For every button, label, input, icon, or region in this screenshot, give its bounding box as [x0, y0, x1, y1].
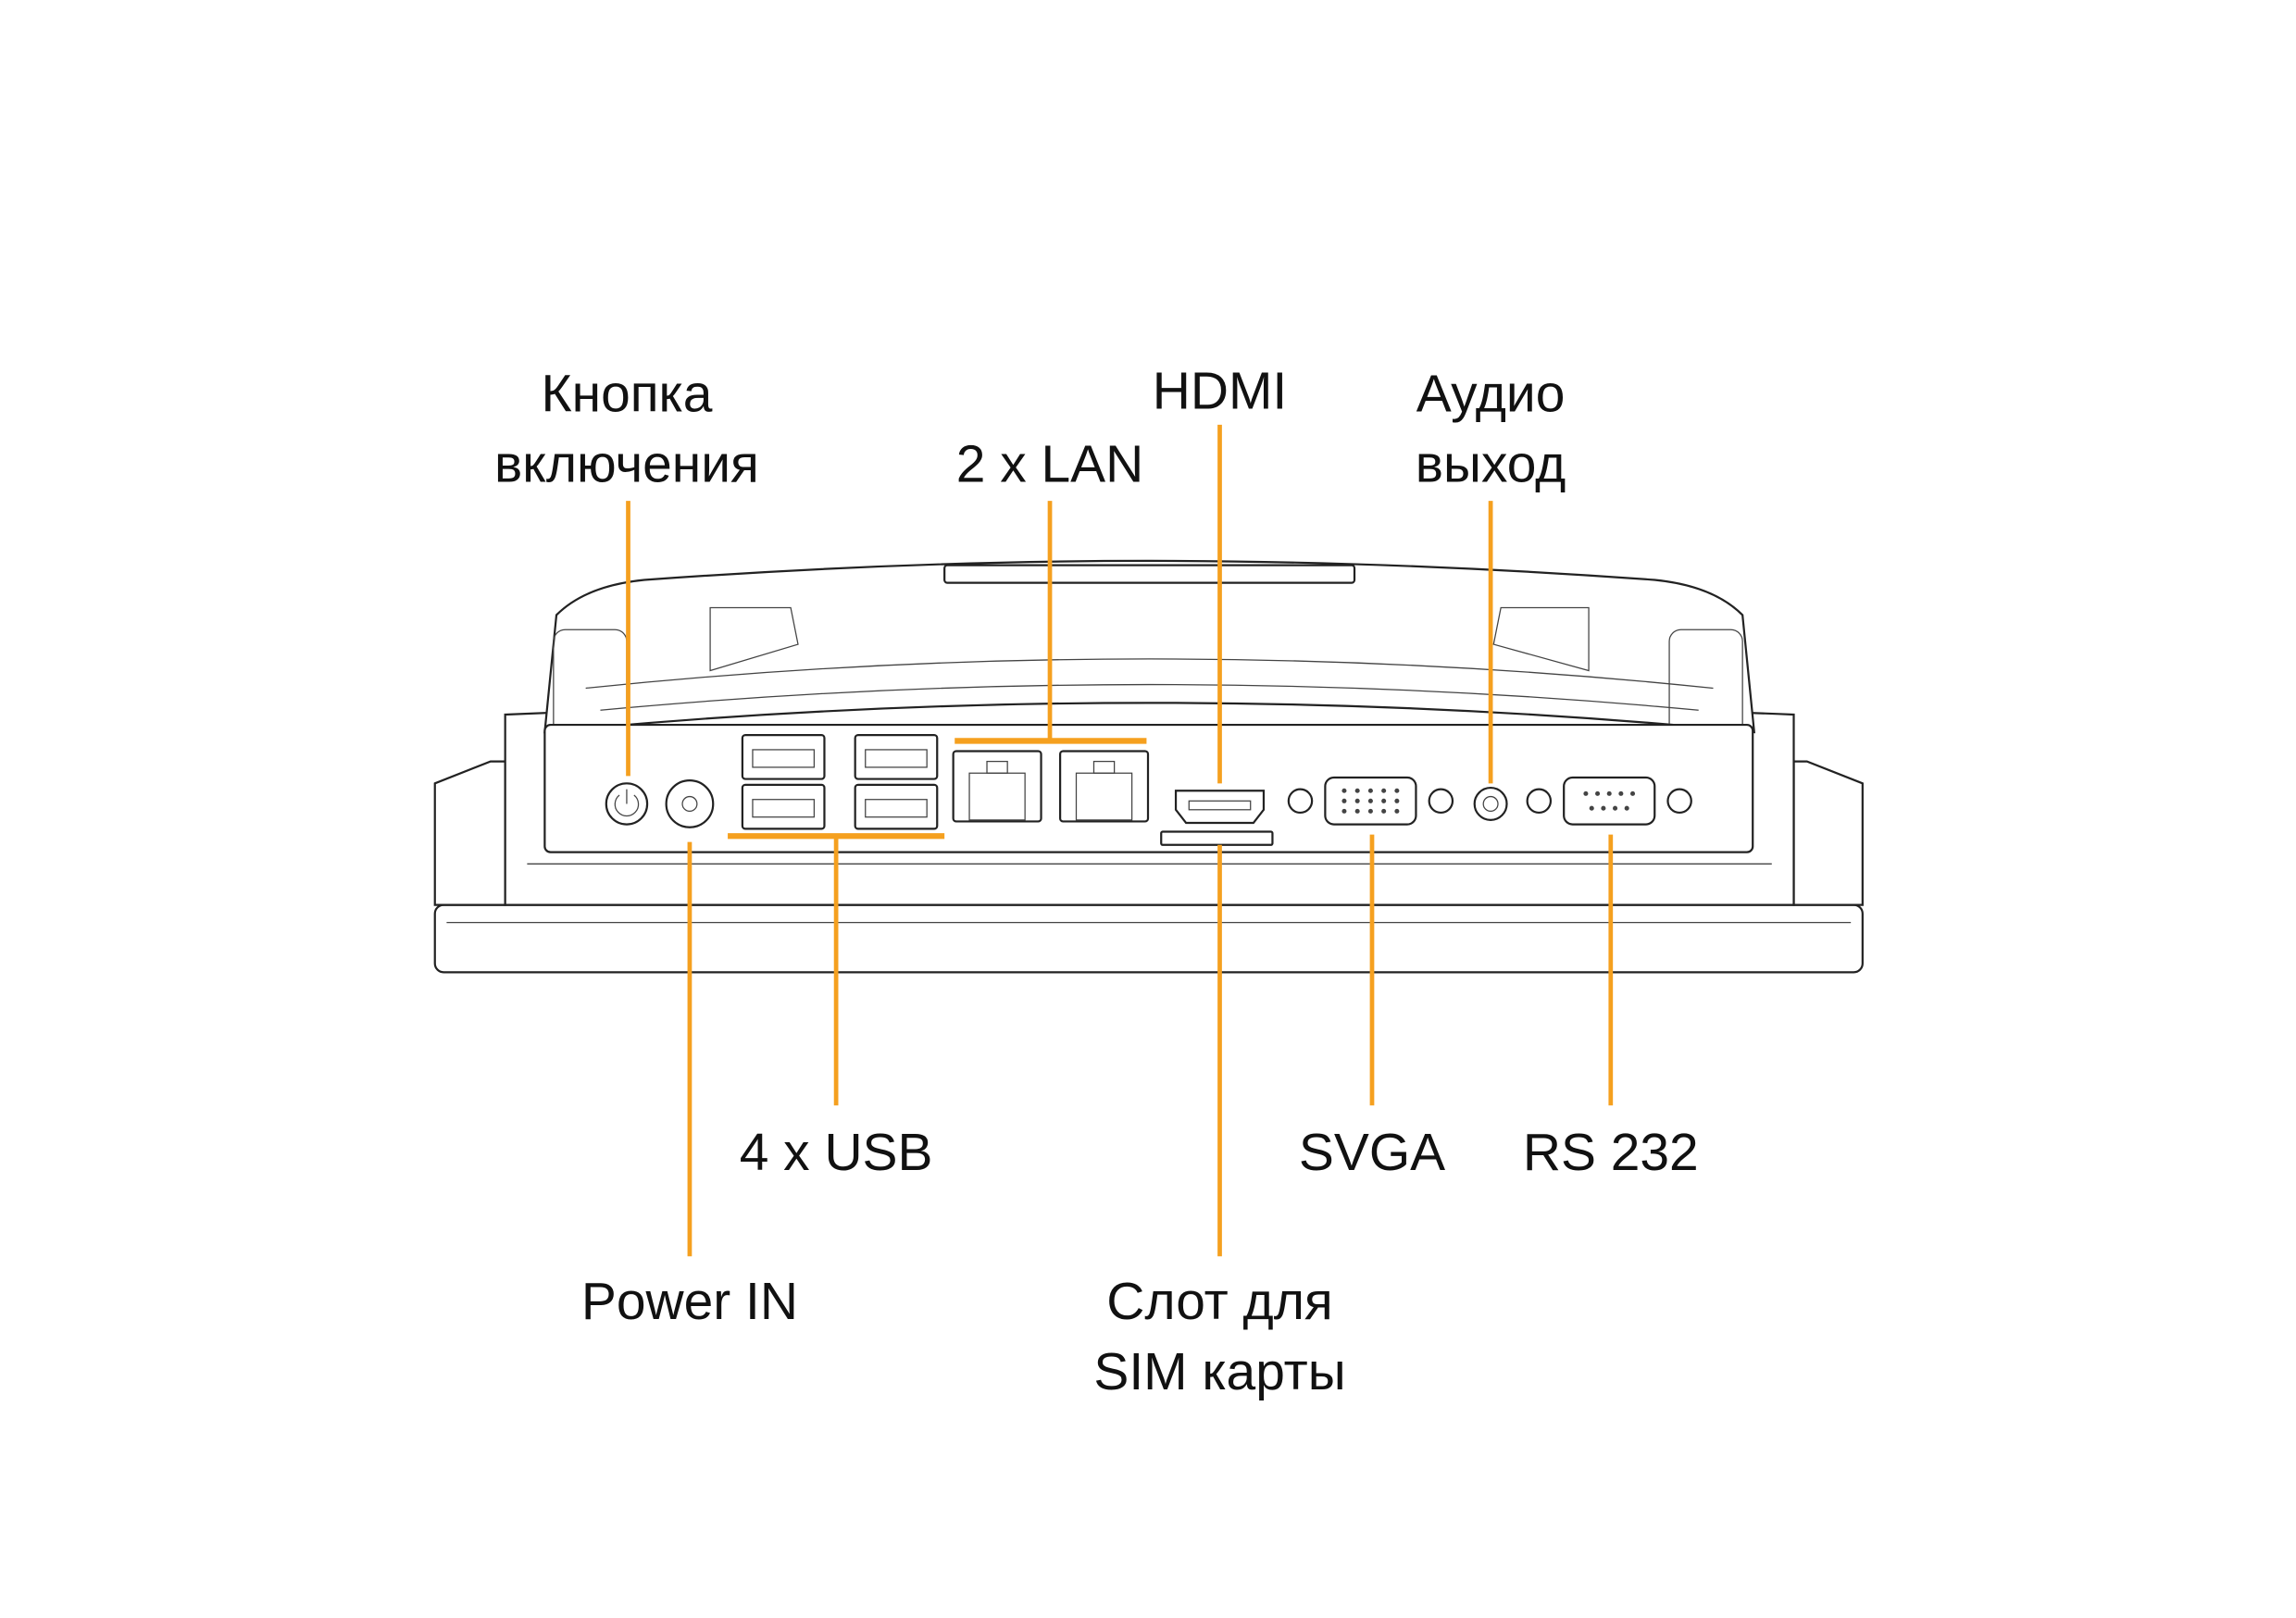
lan-ports-icon — [952, 750, 1150, 823]
ports — [605, 734, 1692, 846]
rs232-port-icon — [1526, 776, 1692, 826]
label-power-button-line2: включения — [494, 435, 759, 494]
labels: Кнопка включения 2 x LAN HDMI Аудио выхо… — [494, 361, 1699, 1401]
label-hdmi: HDMI — [1153, 361, 1287, 420]
power-button-icon — [605, 782, 649, 826]
hdmi-port-icon — [1174, 790, 1266, 825]
label-usb: 4 x USB — [740, 1123, 933, 1182]
svga-port-icon — [1287, 776, 1454, 826]
label-rs232: RS 232 — [1523, 1123, 1699, 1182]
label-audio-line2: выход — [1416, 435, 1566, 494]
power-in-jack-icon — [665, 779, 715, 828]
audio-jack-icon — [1473, 786, 1508, 821]
label-lan: 2 x LAN — [956, 435, 1143, 494]
usb-ports-icon — [741, 734, 939, 830]
label-sim-line2: SIM карты — [1093, 1342, 1345, 1401]
label-sim-line1: Слот для — [1106, 1272, 1333, 1331]
label-audio-line1: Аудио — [1416, 365, 1566, 424]
label-svga: SVGA — [1299, 1123, 1445, 1182]
sim-slot-icon — [1160, 830, 1274, 846]
label-power-in: Power IN — [581, 1272, 798, 1331]
label-power-button-line1: Кнопка — [541, 365, 712, 424]
leader-lines — [626, 424, 1614, 1257]
